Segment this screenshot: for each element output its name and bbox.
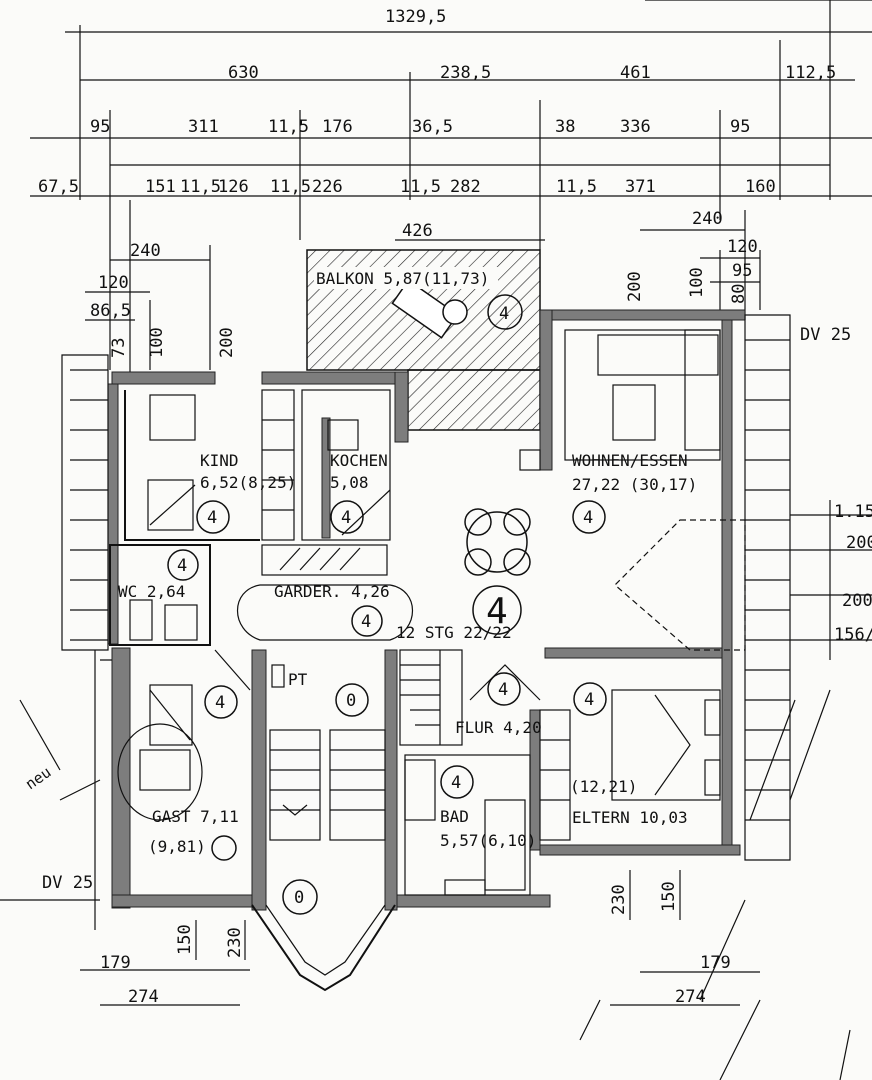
dim-label: 86,5 bbox=[90, 301, 131, 321]
dim-label: 150 bbox=[175, 924, 195, 955]
dim-label: 95 bbox=[730, 117, 750, 137]
room-kind-name: KIND bbox=[200, 451, 239, 470]
dim-label: 200 bbox=[217, 327, 237, 358]
dv-right-label: DV 25 bbox=[800, 325, 851, 345]
dim-label: 1.156 bbox=[834, 502, 872, 522]
marker-four: 4 bbox=[207, 508, 217, 528]
dimension-lines bbox=[0, 0, 872, 1006]
dim-label: 179 bbox=[100, 953, 131, 973]
room-gast-area: (9,81) bbox=[148, 837, 206, 856]
dim-label: 282 bbox=[450, 177, 481, 197]
dim-label: 120 bbox=[727, 237, 758, 257]
marker-four: 4 bbox=[583, 508, 593, 528]
dimension-labels: 1329,5 630 238,5 461 112,5 95 311 11,5 1… bbox=[38, 7, 872, 1007]
dim-label: 80 bbox=[729, 284, 749, 304]
dim-label: 11,5 bbox=[268, 117, 309, 137]
dim-label: 95 bbox=[90, 117, 110, 137]
dim-label: 11,5 bbox=[270, 177, 311, 197]
marker-four: 4 bbox=[451, 773, 461, 793]
dim-label: 95 bbox=[732, 261, 752, 281]
room-wc: WC 2,64 bbox=[118, 582, 185, 601]
circle-markers: 4 4 4 4 4 4 4 0 4 4 4 4 0 bbox=[167, 294, 607, 915]
marker-four: 4 bbox=[584, 690, 594, 710]
dim-label: 311 bbox=[188, 117, 219, 137]
dim-label: 100 bbox=[687, 267, 707, 298]
handwritten-note: neu bbox=[22, 763, 55, 793]
dim-label: 160 bbox=[745, 177, 776, 197]
room-kochen-area: 5,08 bbox=[330, 473, 369, 492]
marker-four-large: 4 bbox=[486, 591, 508, 632]
dv-left-label: DV 25 bbox=[42, 873, 93, 893]
dim-label: 100 bbox=[147, 327, 167, 358]
balcony-label: BALKON 5,87(11,73) bbox=[316, 269, 489, 288]
dim-overall: 1329,5 bbox=[385, 7, 446, 27]
dim-label: 156/ bbox=[834, 625, 872, 645]
pt-label: PT bbox=[288, 670, 308, 689]
dim-label: 371 bbox=[625, 177, 656, 197]
room-eltern-area: (12,21) bbox=[570, 777, 637, 796]
dim-label: 230 bbox=[225, 927, 245, 958]
interior-lines bbox=[19, 329, 851, 1080]
dim-label: 336 bbox=[620, 117, 651, 137]
dim-label: 150 bbox=[659, 881, 679, 912]
marker-four: 4 bbox=[361, 612, 371, 632]
room-gast-name: GAST 7,11 bbox=[152, 807, 239, 826]
dim-label: 73 bbox=[109, 338, 129, 358]
dim-label: 200 bbox=[846, 533, 872, 553]
marker-four: 4 bbox=[498, 680, 508, 700]
dim-label: 179 bbox=[700, 953, 731, 973]
marker-zero: 0 bbox=[346, 691, 356, 711]
dim-label: 230 bbox=[609, 884, 629, 915]
dim-label: 36,5 bbox=[412, 117, 453, 137]
dim-label: 200 bbox=[842, 591, 872, 611]
room-kochen-name: KOCHEN bbox=[330, 451, 388, 470]
dim-label: 38 bbox=[555, 117, 575, 137]
dim-label: 11,5 bbox=[400, 177, 441, 197]
dim-label: 120 bbox=[98, 273, 129, 293]
dim-label: 151 bbox=[145, 177, 176, 197]
marker-zero: 0 bbox=[294, 888, 304, 908]
marker-four: 4 bbox=[341, 508, 351, 528]
room-labels: KIND 6,52(8,25) KOCHEN 5,08 WOHNEN/ESSEN… bbox=[118, 451, 697, 856]
dim-label: 238,5 bbox=[440, 63, 491, 83]
dim-label: 176 bbox=[322, 117, 353, 137]
marker-four: 4 bbox=[215, 693, 225, 713]
dim-label: 226 bbox=[312, 177, 343, 197]
room-bad-area: 5,57(6,10) bbox=[440, 831, 536, 850]
dim-label: 11,5 bbox=[180, 177, 221, 197]
stairs-label: 12 STG 22/22 bbox=[396, 623, 512, 642]
dim-label: 126 bbox=[218, 177, 249, 197]
dim-label: 274 bbox=[128, 987, 159, 1007]
balcony: BALKON 5,87(11,73) bbox=[306, 249, 541, 431]
marker-four: 4 bbox=[499, 304, 509, 324]
dim-label: 240 bbox=[130, 241, 161, 261]
room-bad-name: BAD bbox=[440, 807, 469, 826]
marker-four: 4 bbox=[177, 556, 187, 576]
dim-label: 112,5 bbox=[785, 63, 836, 83]
dim-label: 274 bbox=[675, 987, 706, 1007]
room-flur: FLUR 4,20 bbox=[455, 718, 542, 737]
room-garderobe: GARDER. 4,26 bbox=[274, 582, 390, 601]
roof-outlines bbox=[61, 314, 791, 930]
dim-label: 11,5 bbox=[556, 177, 597, 197]
dim-label: 67,5 bbox=[38, 177, 79, 197]
dim-label: 461 bbox=[620, 63, 651, 83]
room-eltern-name: ELTERN 10,03 bbox=[572, 808, 688, 827]
dim-label: 630 bbox=[228, 63, 259, 83]
dim-label: 240 bbox=[692, 209, 723, 229]
room-kind-area: 6,52(8,25) bbox=[200, 473, 296, 492]
dim-label: 200 bbox=[625, 271, 645, 302]
room-wohnen-area: 27,22 (30,17) bbox=[572, 475, 697, 494]
dim-balcony-width: 426 bbox=[402, 221, 433, 241]
room-wohnen-name: WOHNEN/ESSEN bbox=[572, 451, 688, 470]
